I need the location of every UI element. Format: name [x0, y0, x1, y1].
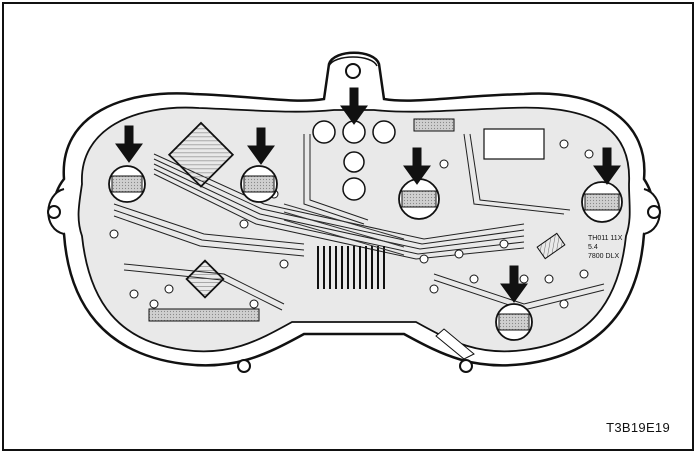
bulb-socket: [581, 181, 623, 223]
down-arrow-icon: [403, 147, 431, 185]
down-arrow-icon: [247, 127, 275, 165]
bulb-socket-group: [108, 165, 623, 341]
down-arrow-icon: [593, 147, 621, 185]
down-arrow-icon: [340, 87, 368, 125]
instrument-cluster-board-diagram: TH011 11X 5.4 7800 DLX: [47, 51, 661, 373]
bulb-socket: [240, 165, 278, 203]
figure-frame: TH011 11X 5.4 7800 DLX: [2, 2, 694, 451]
bulb-socket: [108, 165, 146, 203]
board-label-line-1: TH011 11X: [588, 235, 623, 242]
microcontroller-chip: [167, 121, 235, 188]
pcb-board: TH011 11X 5.4 7800 DLX: [77, 106, 631, 360]
bulb-socket: [398, 178, 440, 220]
board-label-line-2: 5.4: [588, 244, 598, 251]
driver-chip: [185, 259, 225, 299]
board-label-line-3: 7800 DLX: [588, 253, 619, 260]
down-arrow-icon: [500, 265, 528, 303]
bulb-socket: [495, 303, 533, 341]
figure-code: T3B19E19: [606, 420, 670, 435]
down-arrow-icon: [115, 125, 143, 163]
